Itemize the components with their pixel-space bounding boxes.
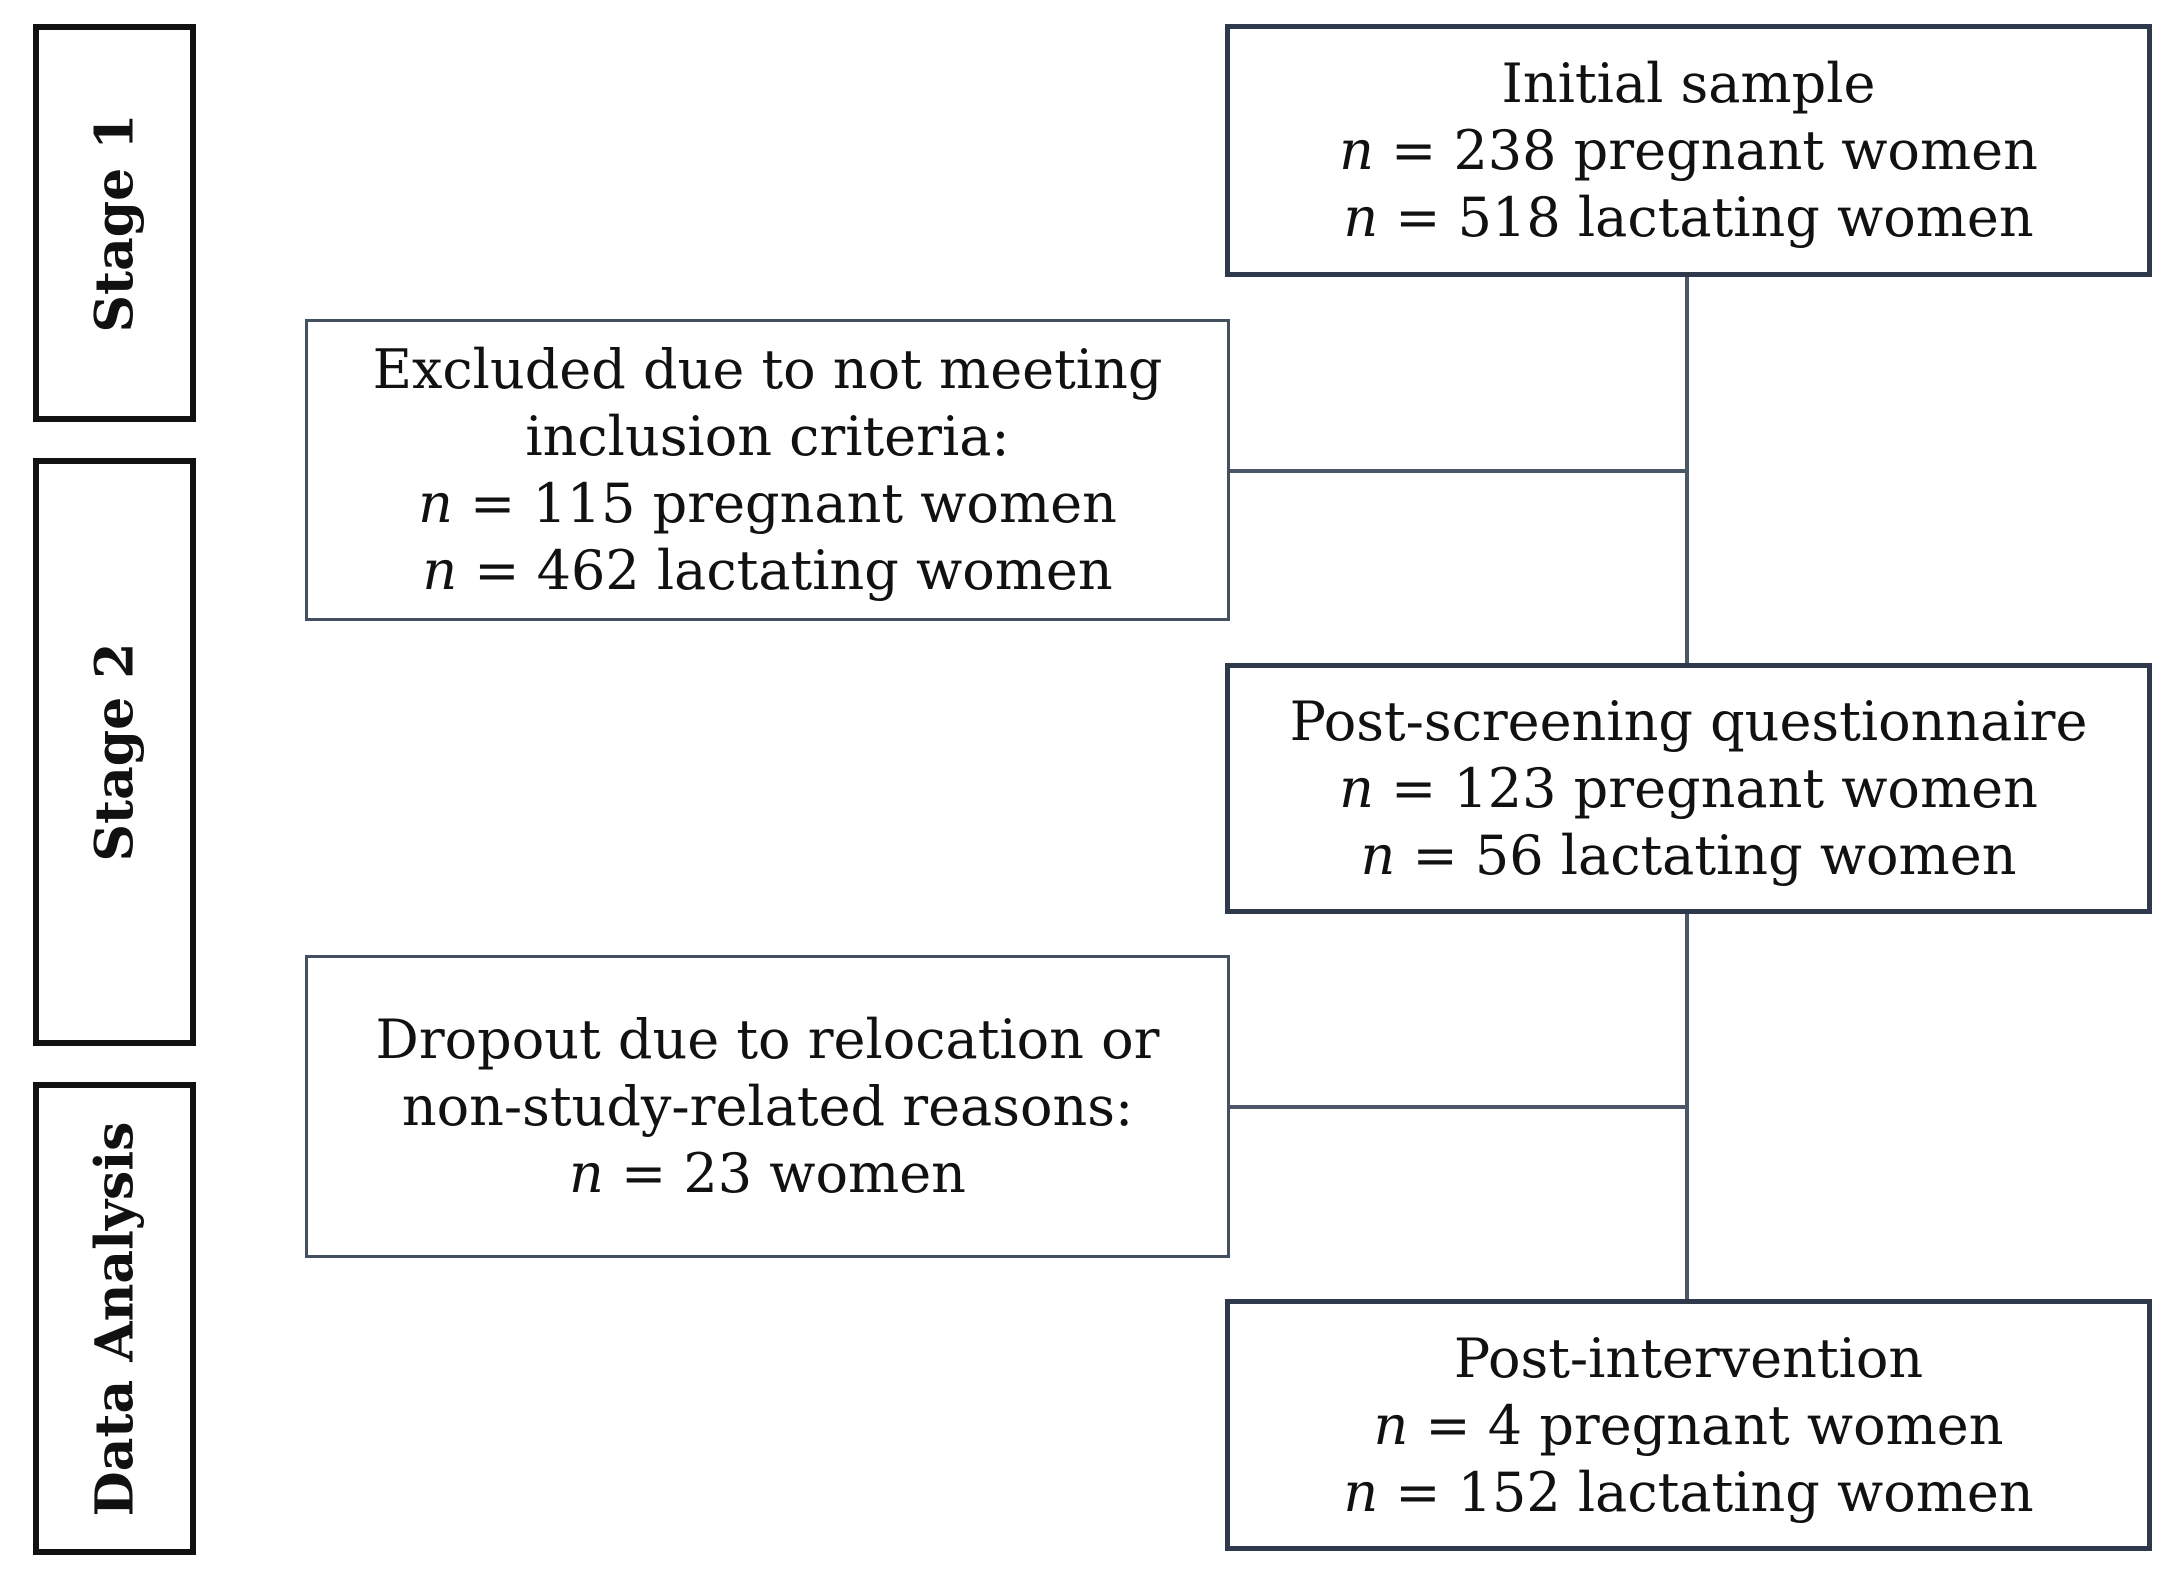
n-symbol: n (1373, 1393, 1409, 1457)
data-analysis-label: Data Analysis (84, 1121, 145, 1516)
initial-sample-lactating: n = 518 lactating women (1343, 184, 2033, 251)
excluded-pregnant: n = 115 pregnant women (418, 470, 1117, 537)
post-screening-lactating-text: = 56 lactating women (1395, 824, 2017, 887)
excluded-lactating-text: = 462 lactating women (457, 539, 1113, 602)
n-symbol: n (422, 539, 458, 602)
post-screening-box: Post-screening questionnaire n = 123 pre… (1225, 663, 2152, 914)
post-screening-lactating: n = 56 lactating women (1361, 822, 2017, 889)
dropout-women-text: = 23 women (603, 1142, 966, 1205)
post-intervention-title: Post-intervention (1453, 1326, 1924, 1390)
excluded-line-2: inclusion criteria: (525, 405, 1010, 468)
post-intervention-box: Post-intervention n = 4 pregnant women n… (1225, 1299, 2152, 1551)
n-symbol: n (1343, 186, 1379, 249)
initial-sample-box: Initial sample n = 238 pregnant women n … (1225, 24, 2152, 277)
initial-sample-pregnant: n = 238 pregnant women (1339, 117, 2038, 184)
dropout-line-1: Dropout due to relocation or (375, 1008, 1160, 1071)
post-intervention-lactating-text: = 152 lactating women (1378, 1460, 2034, 1524)
initial-sample-title: Initial sample (1501, 52, 1876, 115)
post-screening-title: Post-screening questionnaire (1289, 690, 2088, 753)
n-symbol: n (1339, 119, 1374, 182)
excluded-line-1: Excluded due to not meeting (372, 338, 1163, 401)
post-intervention-lactating: n = 152 lactating women (1343, 1459, 2033, 1526)
data-analysis-box: Data Analysis (33, 1082, 196, 1555)
post-intervention-pregnant-text: = 4 pregnant women (1408, 1393, 2004, 1457)
dropout-line-2: non-study-related reasons: (401, 1075, 1134, 1138)
connector-exclusion (1228, 469, 1687, 473)
connector-vertical-top (1685, 276, 1689, 667)
dropout-women: n = 23 women (569, 1140, 966, 1207)
n-symbol: n (1360, 824, 1396, 887)
post-intervention-pregnant: n = 4 pregnant women (1373, 1392, 2003, 1459)
dropout-box: Dropout due to relocation or non-study-r… (305, 955, 1230, 1258)
stage-2-box: Stage 2 (33, 458, 196, 1046)
stage-1-box: Stage 1 (33, 24, 196, 422)
initial-sample-lactating-text: = 518 lactating women (1378, 186, 2034, 249)
excluded-lactating: n = 462 lactating women (422, 537, 1112, 604)
n-symbol: n (1343, 1460, 1379, 1524)
stage-1-label: Stage 1 (84, 113, 145, 333)
post-screening-pregnant: n = 123 pregnant women (1339, 755, 2038, 822)
excluded-box: Excluded due to not meeting inclusion cr… (305, 319, 1230, 621)
post-screening-pregnant-text: = 123 pregnant women (1373, 757, 2038, 820)
initial-sample-pregnant-text: = 238 pregnant women (1373, 119, 2038, 182)
excluded-pregnant-text: = 115 pregnant women (452, 472, 1117, 535)
n-symbol: n (418, 472, 453, 535)
connector-dropout (1228, 1105, 1687, 1109)
n-symbol: n (1339, 757, 1374, 820)
n-symbol: n (569, 1142, 604, 1205)
connector-vertical-bottom (1685, 912, 1689, 1301)
stage-2-label: Stage 2 (84, 642, 145, 862)
